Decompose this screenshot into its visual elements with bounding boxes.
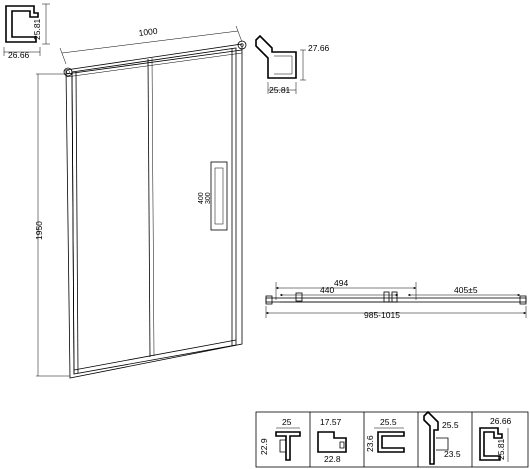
legend-cell-2: 17.57 22.8 — [317, 417, 347, 464]
corner-profile-detail: 25.81 26.66 — [3, 3, 50, 60]
svg-text:23.6: 23.6 — [365, 435, 375, 452]
svg-text:17.57: 17.57 — [320, 417, 342, 427]
plan-dim-405: 405±5 — [454, 285, 478, 295]
svg-text:25.5: 25.5 — [380, 417, 397, 427]
corner-profile-width: 26.66 — [8, 50, 30, 60]
roller-left-icon — [63, 67, 73, 77]
width-dimension: 1000 — [59, 26, 243, 65]
svg-text:26.66: 26.66 — [490, 416, 512, 426]
handle-outer-label: 400 — [198, 192, 205, 204]
door-height-label: 1950 — [34, 221, 44, 240]
roller-right-icon — [237, 40, 247, 50]
legend-cell-5: 26.66 25.81 — [479, 416, 512, 462]
door-width-label: 1000 — [138, 26, 158, 38]
top-right-profile-detail: 27.66 25.81 — [255, 34, 330, 95]
legend-cell-3: 25.5 23.6 — [365, 417, 405, 453]
door-front-view: 400 300 — [63, 40, 247, 379]
door-handle — [210, 161, 228, 231]
handle-inner-label: 300 — [205, 192, 212, 204]
legend-cell-4: 25.5 23.5 — [423, 410, 461, 465]
top-right-profile-height: 27.66 — [308, 43, 330, 53]
profile-legend: 25 22.9 17.57 22.8 25.5 23.6 25.5 23.5 — [255, 410, 529, 468]
height-dimension: 1950 — [34, 73, 70, 377]
plan-rail — [265, 297, 527, 303]
plan-overall: 985-1015 — [364, 310, 400, 320]
plan-view: 494 440 405±5 985-1015 — [265, 278, 527, 320]
svg-text:22.9: 22.9 — [259, 438, 269, 455]
plan-dim-494: 494 — [334, 278, 348, 288]
svg-text:25.5: 25.5 — [442, 420, 459, 430]
legend-cell-1: 25 22.9 — [259, 417, 301, 461]
corner-profile-height: 25.81 — [32, 18, 42, 40]
svg-text:23.5: 23.5 — [444, 449, 461, 459]
svg-text:22.8: 22.8 — [324, 454, 341, 464]
svg-text:25.81: 25.81 — [496, 438, 506, 460]
svg-text:25: 25 — [282, 417, 292, 427]
top-right-profile-width: 25.81 — [269, 85, 291, 95]
plan-dim-440: 440 — [320, 285, 334, 295]
